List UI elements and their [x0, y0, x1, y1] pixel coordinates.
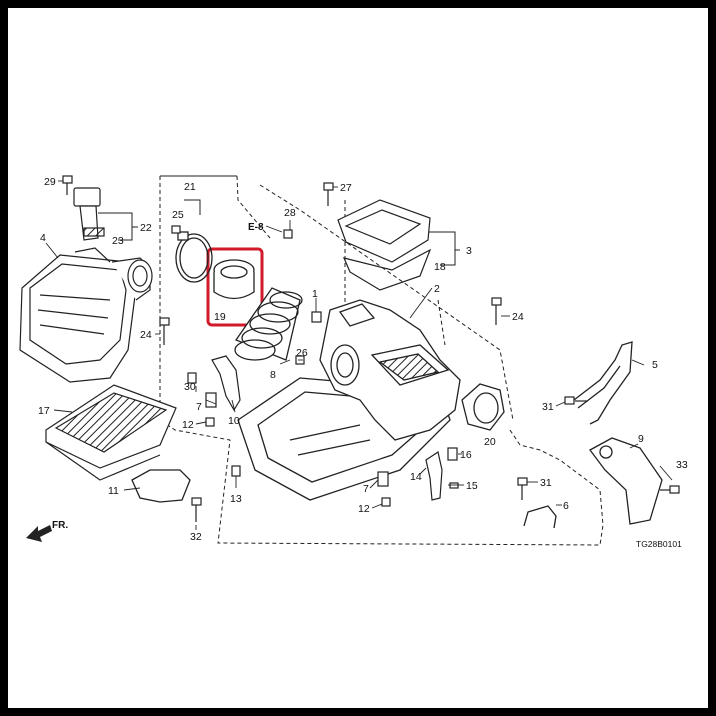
part-label: 28 — [284, 207, 296, 219]
part-label: 24 — [512, 311, 524, 323]
part-label: 5 — [652, 359, 658, 371]
bracket-10 — [211, 355, 241, 412]
part-label: 20 — [484, 436, 496, 448]
part-label: 11 — [108, 485, 119, 497]
part-label: 15 — [466, 480, 478, 492]
air-cleaner-housing — [237, 299, 461, 501]
part-label: 2 — [434, 283, 440, 295]
part-label: 12 — [182, 419, 194, 431]
front-label: FR. — [52, 520, 68, 531]
part-label: 8 — [270, 369, 276, 381]
front-arrow-icon — [26, 525, 52, 542]
part-label: 1 — [312, 288, 318, 300]
airflow-sensor — [73, 187, 105, 241]
stay-bracket — [573, 341, 633, 425]
part-label: 32 — [190, 531, 202, 543]
part-label: 4 — [40, 232, 46, 244]
bolt-icon — [62, 175, 680, 522]
strip-14 — [425, 451, 443, 501]
part-label: 26 — [296, 347, 308, 359]
part-label: 12 — [358, 503, 370, 515]
clip-6 — [523, 505, 557, 529]
sensor-bracket — [131, 469, 191, 503]
intake-duct-joint — [213, 259, 255, 300]
group-brackets — [98, 175, 460, 266]
part-label: 3 — [466, 245, 472, 257]
resonator — [337, 199, 432, 291]
part-label: 17 — [38, 405, 50, 417]
part-label: 27 — [340, 182, 352, 194]
highlight-box — [206, 247, 264, 327]
part-label: 29 — [44, 176, 56, 188]
part-label: 6 — [563, 500, 569, 512]
air-cleaner-cover — [19, 247, 153, 383]
part-label: 18 — [434, 261, 446, 273]
part-label: 24 — [140, 329, 152, 341]
part-label: 7 — [363, 483, 369, 495]
part-label: 10 — [228, 415, 240, 427]
clamp — [175, 231, 213, 283]
diagram-ref-code: TG28B0101 — [636, 539, 682, 549]
part-label: 30 — [184, 381, 196, 393]
part-labels: 1 2 3 4 5 6 7 7 8 9 10 11 12 12 13 14 15… — [38, 176, 688, 549]
reference-tag: E-8 — [248, 222, 264, 233]
bellows-duct — [234, 287, 303, 361]
part-label: 23 — [112, 235, 124, 247]
leader-lines — [45, 180, 673, 530]
part-label: 21 — [184, 181, 196, 193]
part-label: 31 — [542, 401, 554, 413]
diagram-sheet: 1 2 3 4 5 6 7 7 8 9 10 11 12 12 13 14 15… — [8, 8, 708, 708]
part-label: 16 — [460, 449, 472, 461]
part-label: 9 — [638, 433, 644, 445]
part-label: 31 — [540, 477, 552, 489]
part-label: 33 — [676, 459, 688, 471]
mount-bracket — [589, 437, 663, 525]
part-label: 25 — [172, 209, 184, 221]
part-label: 14 — [410, 471, 422, 483]
part-label: 19 — [214, 311, 226, 323]
seal-ring — [461, 383, 505, 431]
part-label: 13 — [230, 493, 242, 505]
air-filter-element — [45, 384, 177, 481]
part-label: 7 — [196, 401, 202, 413]
parts-diagram: 1 2 3 4 5 6 7 7 8 9 10 11 12 12 13 14 15… — [19, 175, 688, 549]
part-label: 22 — [140, 222, 152, 234]
